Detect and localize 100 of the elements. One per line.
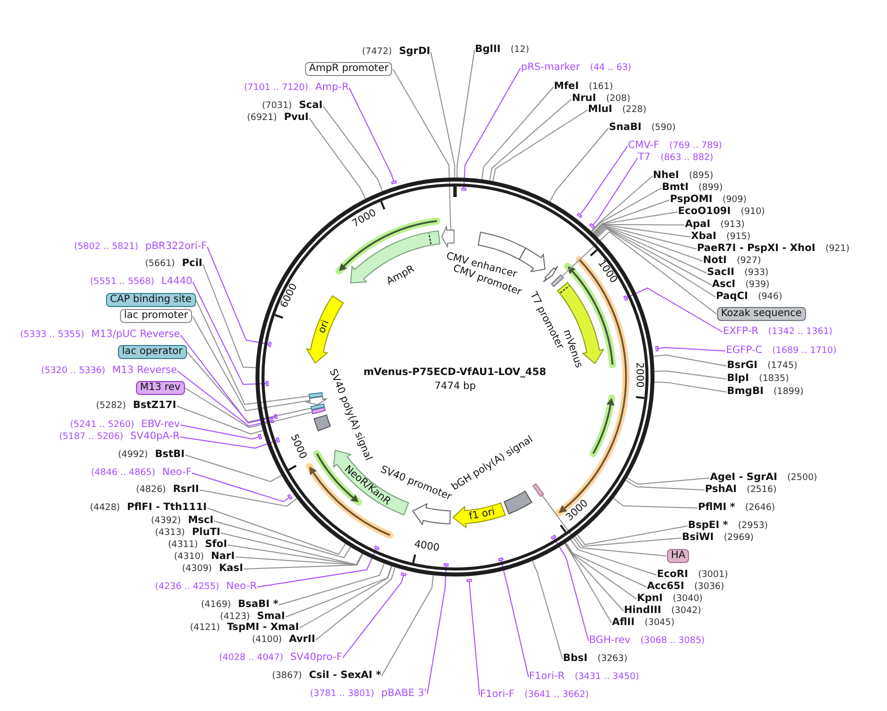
leader-line bbox=[550, 534, 589, 642]
cut-site-number: (946) bbox=[758, 291, 782, 303]
cut-site-number: (6921) bbox=[247, 112, 277, 124]
leader-line bbox=[186, 352, 312, 423]
primer-name: EBV-rev bbox=[141, 419, 180, 431]
leader-line bbox=[392, 68, 452, 230]
cut-site-number: (228) bbox=[622, 104, 646, 116]
enzyme-name: AflII bbox=[612, 617, 635, 629]
leader-line bbox=[591, 188, 662, 232]
enzyme-name: PaeR7I - PspXI - XhoI bbox=[697, 243, 816, 255]
feature-block bbox=[311, 406, 326, 414]
enzyme-name: NotI bbox=[703, 255, 727, 267]
primer-name: L4440 bbox=[161, 276, 192, 288]
leader-line bbox=[623, 288, 723, 332]
cut-site-number: (910) bbox=[740, 206, 765, 218]
leader-line bbox=[596, 227, 712, 286]
enzyme-name: HindIII bbox=[624, 605, 662, 617]
enzyme-name: BstZ17I bbox=[132, 400, 176, 412]
leader-line bbox=[576, 526, 688, 546]
primer-name: SV40pro-F bbox=[290, 652, 342, 664]
leader-line bbox=[206, 246, 272, 347]
cut-site-number: (590) bbox=[651, 122, 676, 134]
enzyme-name: SmaI bbox=[256, 611, 286, 622]
leader-line bbox=[176, 406, 264, 434]
leader-line bbox=[298, 566, 392, 628]
feature-block bbox=[310, 404, 325, 410]
primer-range: (863 .. 882) bbox=[660, 152, 714, 164]
primer-name: M13 Reverse bbox=[112, 365, 178, 377]
primer-range: (4846 .. 4865) bbox=[91, 467, 156, 479]
primer-name: EGFP-C bbox=[726, 345, 762, 357]
primer-name: F1ori-R bbox=[529, 671, 565, 683]
cut-site-number: (933) bbox=[744, 267, 769, 279]
cut-site-number: (4313) bbox=[155, 527, 185, 539]
cut-site-number: (4310) bbox=[174, 551, 204, 563]
leader-line bbox=[626, 478, 710, 485]
leader-line bbox=[492, 110, 588, 182]
leader-line bbox=[234, 553, 364, 566]
leader-line bbox=[206, 508, 346, 555]
cut-site-number: (3036) bbox=[694, 581, 724, 593]
primer-name: EXFP-R bbox=[723, 326, 758, 338]
primer-name: pBR322ori-F bbox=[145, 241, 207, 253]
leader-line bbox=[570, 539, 657, 576]
enzyme-name: CsiI - SexAI * bbox=[308, 670, 382, 682]
primer-name: BGH-rev bbox=[589, 635, 631, 647]
cut-site-number: (915) bbox=[726, 231, 751, 243]
cut-site-number: (5661) bbox=[145, 258, 175, 270]
cut-site-number: (5282) bbox=[96, 400, 126, 412]
enzyme-name: BspEI * bbox=[688, 520, 728, 532]
enzyme-name: PspOMI bbox=[670, 194, 712, 206]
leader-line bbox=[590, 176, 653, 232]
feature-block bbox=[308, 392, 323, 398]
enzyme-name: ScaI bbox=[298, 100, 323, 112]
leader-line bbox=[315, 566, 396, 640]
leader-line bbox=[214, 520, 352, 558]
leader-line bbox=[461, 68, 521, 191]
leader-line bbox=[184, 388, 312, 428]
enzyme-name: PaqCI bbox=[716, 291, 748, 303]
scale-number: 6000 bbox=[278, 282, 301, 310]
primer-name: CMV-F bbox=[628, 140, 660, 152]
feature-label: lac operator bbox=[118, 345, 187, 359]
leader-line bbox=[196, 300, 310, 406]
enzyme-name: PflFI - Tth111I bbox=[126, 502, 207, 514]
primer-range: (44 .. 63) bbox=[590, 62, 632, 74]
primer-range: (5802 .. 5821) bbox=[74, 241, 138, 253]
cut-site-number: (3040) bbox=[672, 593, 703, 605]
enzyme-name: PvuI bbox=[284, 112, 309, 124]
leader-line bbox=[596, 226, 707, 274]
cut-site-number: (7031) bbox=[262, 100, 292, 112]
primer-name: T7 bbox=[638, 152, 650, 164]
enzyme-name: SnaBI bbox=[609, 122, 642, 134]
leader-line bbox=[381, 574, 434, 676]
enzyme-name: BbsI bbox=[563, 653, 588, 665]
leader-line bbox=[348, 88, 397, 184]
feature-label: CAP binding site bbox=[106, 293, 196, 307]
feature-label: M13 rev bbox=[136, 381, 184, 395]
enzyme-name: BlpI bbox=[727, 373, 749, 385]
cut-site-number: (7472) bbox=[362, 46, 392, 58]
leader-line bbox=[597, 228, 716, 298]
cut-site-number: (4169) bbox=[201, 599, 231, 611]
primer-range: (7101 .. 7120) bbox=[244, 82, 308, 94]
cut-site-number: (4826) bbox=[136, 484, 166, 496]
cut-site-number: (1745) bbox=[767, 360, 798, 372]
cut-site-number: (899) bbox=[698, 182, 723, 194]
enzyme-name: AscI bbox=[712, 279, 736, 291]
leader-line bbox=[192, 316, 310, 412]
primer-range: (4028 .. 4047) bbox=[219, 652, 284, 664]
cut-site-number: (3263) bbox=[597, 653, 628, 665]
cut-site-number: (913) bbox=[720, 219, 745, 231]
enzyme-name: BmgBI bbox=[727, 386, 764, 398]
leader-line bbox=[532, 560, 563, 660]
primer-range: (5320 .. 5336) bbox=[41, 365, 106, 377]
feature-name: f1 ori bbox=[468, 506, 496, 524]
leader-line bbox=[594, 226, 703, 262]
leader-line bbox=[498, 557, 529, 678]
enzyme-name: RsrII bbox=[172, 484, 199, 496]
leader-line bbox=[285, 566, 392, 618]
leader-line bbox=[564, 543, 612, 624]
enzyme-name: BglII bbox=[475, 44, 501, 56]
primer-range: (3068 .. 3085) bbox=[640, 635, 705, 647]
cut-site-number: (4309) bbox=[182, 563, 212, 575]
